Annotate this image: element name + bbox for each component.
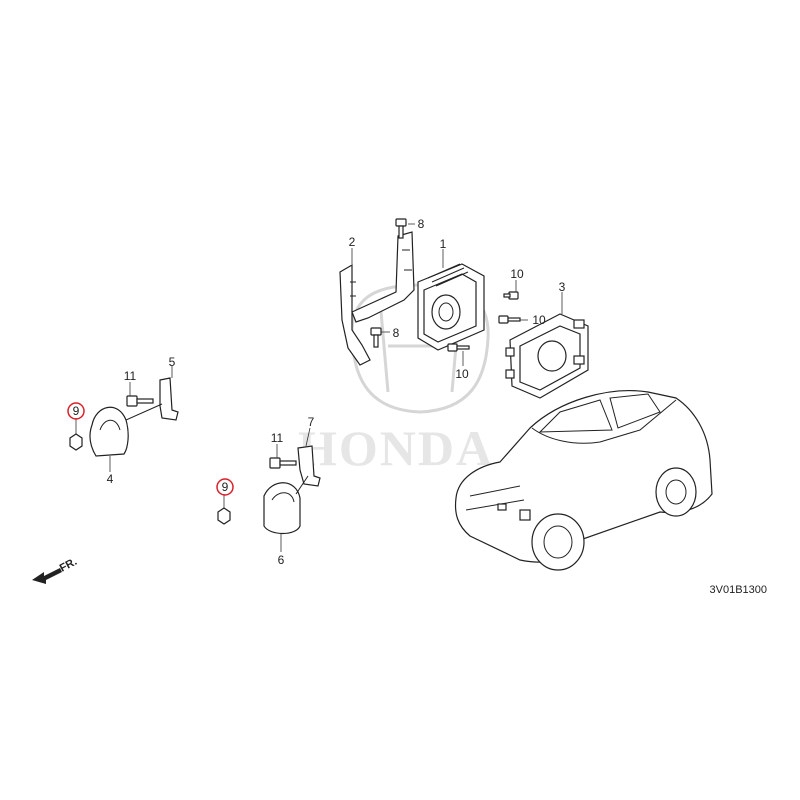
bolt-11-right [269, 457, 297, 469]
callout-2: 2 [349, 235, 356, 249]
honda-logo-watermark: HONDA [298, 283, 494, 476]
callout-8-upper: 8 [418, 217, 425, 231]
part-5-horn-bracket-left [125, 377, 179, 421]
bolt-10-a [503, 291, 519, 300]
part-3-control-module [505, 313, 589, 399]
part-1-ecu [417, 263, 485, 351]
direction-label: FR. [58, 556, 79, 575]
callout-11-right: 11 [271, 431, 284, 445]
callout-9-left-highlight: 9 [67, 402, 85, 420]
callout-9-left: 9 [73, 404, 80, 418]
callout-8-lower: 8 [393, 326, 400, 340]
nut-9-left [69, 433, 83, 451]
callout-9-right-highlight: 9 [216, 478, 234, 496]
front-direction-arrow: FR. [32, 556, 79, 584]
drawing-code: 3V01B1300 [710, 584, 768, 596]
callout-11-left: 11 [124, 369, 137, 383]
bolt-10-c [447, 343, 470, 352]
callout-6: 6 [278, 553, 285, 567]
callout-5: 5 [169, 355, 176, 369]
leader-lines [75, 223, 563, 552]
part-2-ecu-bracket [339, 231, 415, 366]
bolt-8-upper [395, 218, 407, 239]
callout-10-b: 10 [532, 313, 546, 327]
callout-9-right: 9 [222, 480, 229, 494]
watermark-text: HONDA [298, 420, 494, 476]
bolt-11-left [126, 395, 154, 407]
callout-10-c: 10 [455, 367, 469, 381]
bolt-8-lower [370, 327, 382, 348]
nut-9-right [217, 507, 231, 525]
callout-3: 3 [559, 280, 566, 294]
vehicle-outline [454, 390, 713, 571]
part-6-horn-right [263, 482, 301, 535]
part-7-horn-bracket-right [295, 445, 321, 495]
callout-10-a: 10 [510, 267, 524, 281]
callout-1: 1 [440, 237, 447, 251]
part-4-horn-left [89, 406, 129, 457]
callout-7: 7 [308, 415, 315, 429]
callout-4: 4 [107, 472, 114, 486]
bolt-10-b [498, 315, 521, 324]
